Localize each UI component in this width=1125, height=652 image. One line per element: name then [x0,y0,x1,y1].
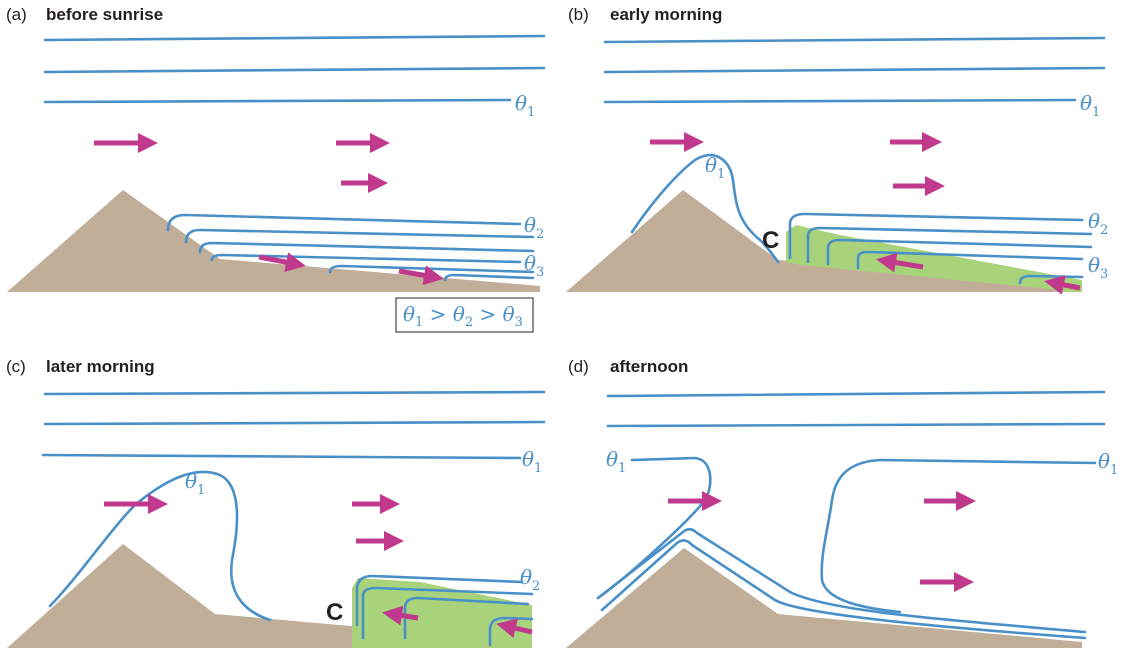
panel-c-isentrope-low-2 [403,596,530,640]
panel-b-letter: (b) [568,5,589,24]
panel-a-isentrope-low-2 [198,241,535,254]
panel-b-title: early morning [610,5,722,24]
panel-b-theta1-slope-label: θ1 [705,153,725,182]
panel-c-isentrope-upper-2 [43,420,546,426]
theta-relation-box [395,297,534,333]
panel-d-isentrope-theta1-right [820,458,1097,614]
panel-d-letter: (d) [568,357,589,376]
panel-c-theta1-slope-label: θ1 [185,469,205,498]
panel-b-isentrope-theta2 [788,212,1084,260]
panel-a-theta3-label: θ3 [524,251,544,280]
panel-d-theta1-right-label: θ1 [1098,449,1118,478]
panel-b-theta1-label: θ1 [1080,91,1100,120]
panel-a-title: before sunrise [46,5,163,24]
panel-c-wind-arrow-5 [496,618,533,638]
panel-d-theta1-left-label: θ1 [606,447,626,476]
panel-c-isentrope-theta1-slope [48,470,272,622]
panel-a-theta1-label: θ1 [515,91,535,120]
panel-d: (d) afternoon θ1 θ1 [566,357,1118,648]
panel-d-title: afternoon [610,357,688,376]
panel-b-wind-arrow-4 [876,252,924,273]
panel-c-cold-pool-label: C [326,599,343,626]
panel-b-isentrope-low-4 [1018,274,1084,285]
panel-b-isentrope-low-2 [826,238,1093,266]
panel-a-isentrope-theta2 [166,213,522,232]
panel-c-isentrope-upper-1 [43,390,546,396]
panel-b-isentrope-low-3 [856,250,1084,270]
panel-b: (b) early morning C θ1 θ1 θ2 θ3 [566,5,1108,295]
panel-d-isentrope-surface-2 [596,527,1087,634]
panel-b-terrain [566,190,1082,292]
panel-c-cold-pool [352,578,532,648]
panel-c-wind-arrow-4 [382,605,419,626]
panel-a-terrain [7,190,540,292]
panel-a-wind-arrow-4 [258,252,306,272]
panel-b-theta2-label: θ2 [1088,209,1108,238]
panel-c-isentrope-low-1 [361,586,534,640]
panel-b-wind-arrow-5 [1044,275,1081,295]
panel-b-isentrope-theta1-slope [630,153,780,264]
panel-c-isentrope-low-3 [488,616,534,647]
panel-a-isentrope-theta1 [43,98,512,104]
panel-c-title: later morning [46,357,155,376]
panel-d-isentrope-upper-1 [606,390,1106,398]
panel-b-isentrope-upper-2 [603,66,1106,74]
panel-a-isentrope-low-1 [184,228,535,244]
panel-b-theta3-label: θ3 [1088,253,1108,282]
panel-a-letter: (a) [6,5,27,24]
panel-a-theta2-label: θ2 [524,213,544,242]
panel-a-isentrope-upper-1 [43,34,546,42]
panel-b-isentrope-theta1-top [603,98,1077,104]
panel-c-isentrope-theta1 [41,453,522,460]
panel-c-isentrope-theta2 [355,574,524,627]
panel-b-isentrope-low-1 [806,226,1093,264]
panel-d-isentrope-upper-2 [606,422,1106,428]
panel-a-wind-arrow-5 [398,265,444,286]
panel-d-isentrope-surface-1 [600,539,1087,640]
panel-c-theta2-label: θ2 [520,565,540,594]
panel-c-terrain [7,544,532,648]
panel-c-letter: (c) [6,357,26,376]
panel-c-theta1-label: θ1 [522,447,542,476]
panel-d-terrain [566,548,1082,648]
panel-a-isentrope-low-3 [210,253,522,264]
theta-relation-text: θ1 > θ2 > θ3 [403,302,523,330]
panel-a-isentrope-low-5 [443,273,535,282]
panel-b-isentrope-upper-1 [603,36,1106,44]
panel-a: (a) before sunrise θ1 θ2 θ3 θ1 > θ2 > θ3 [6,5,546,333]
panel-a-isentrope-upper-2 [43,66,546,74]
panel-a-isentrope-low-4 [328,264,535,274]
panel-c: (c) later morning C θ1 θ1 θ2 [6,357,546,648]
panel-b-cold-pool-label: C [762,227,779,254]
